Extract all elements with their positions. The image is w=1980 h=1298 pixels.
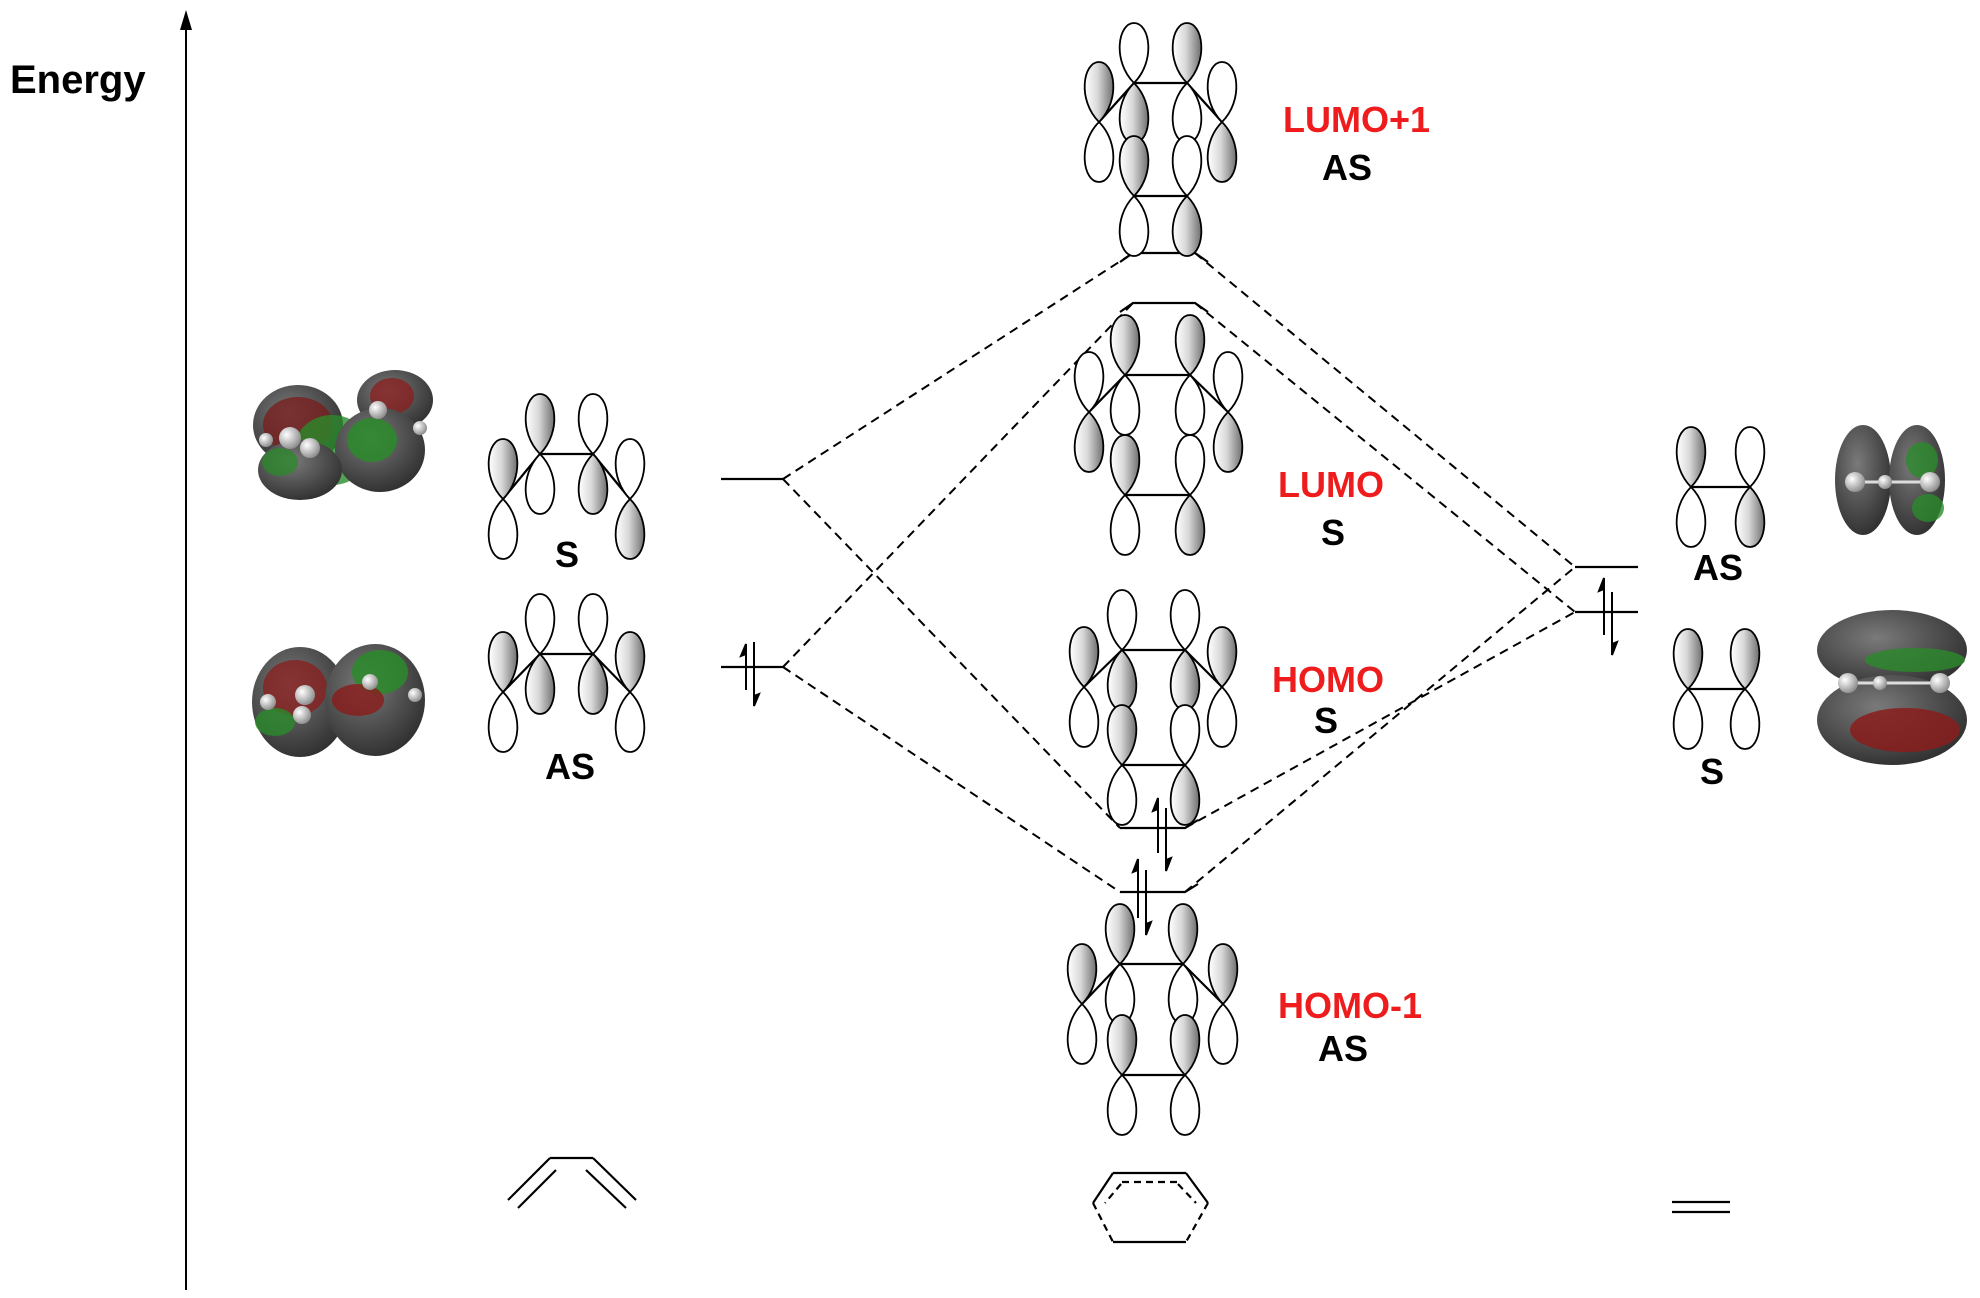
energy-axis [180,10,192,1290]
ethylene-orbital-as [1675,426,1766,548]
axis-label: Energy [10,58,146,102]
lumo-level [1119,301,1209,313]
homo1-name: HOMO-1 [1278,985,1422,1026]
homo-name: HOMO [1272,659,1384,700]
cyclohexadiene-transition-state [1092,1171,1209,1244]
butadiene-lower-symmetry: AS [545,746,595,787]
lumo1-orbital [1083,22,1238,257]
lumo1-level [1119,251,1209,263]
electron-pair-butadiene [739,642,761,707]
electron-pairs [739,577,1619,936]
homo1-level [1120,883,1199,894]
homo-level [1120,819,1199,830]
electron-pair-homo [1151,797,1173,872]
lumo-symmetry: S [1321,512,1345,553]
ethylene-lower-symmetry: S [1700,751,1724,792]
energy-levels [721,251,1638,894]
lumo1-symmetry: AS [1322,147,1372,188]
electron-pair-ethylene [1597,577,1619,656]
ethylene-pistar-surface [1835,425,1945,535]
electron-pair-homo1 [1131,858,1153,936]
butadiene-upper-symmetry: S [555,534,579,575]
correlation-lines [782,252,1576,893]
butadiene-orbital-as [487,593,646,753]
ethylene-pi-surface [1817,610,1967,765]
homo1-symmetry: AS [1318,1028,1368,1069]
ethylene-skeleton [1672,1200,1730,1214]
butadiene-psi2-surface [252,644,425,757]
homo-orbital [1068,589,1238,826]
ethylene-orbital-s [1672,628,1761,750]
lumo-orbital [1073,314,1244,556]
lumo1-name: LUMO+1 [1283,99,1430,140]
butadiene-skeleton [507,1156,637,1209]
butadiene-orbital-s [487,393,646,560]
ethylene-upper-symmetry: AS [1693,547,1743,588]
lumo-name: LUMO [1278,464,1384,505]
homo1-orbital [1066,903,1239,1136]
homo-symmetry: S [1314,700,1338,741]
butadiene-psi3-surface [253,370,433,500]
